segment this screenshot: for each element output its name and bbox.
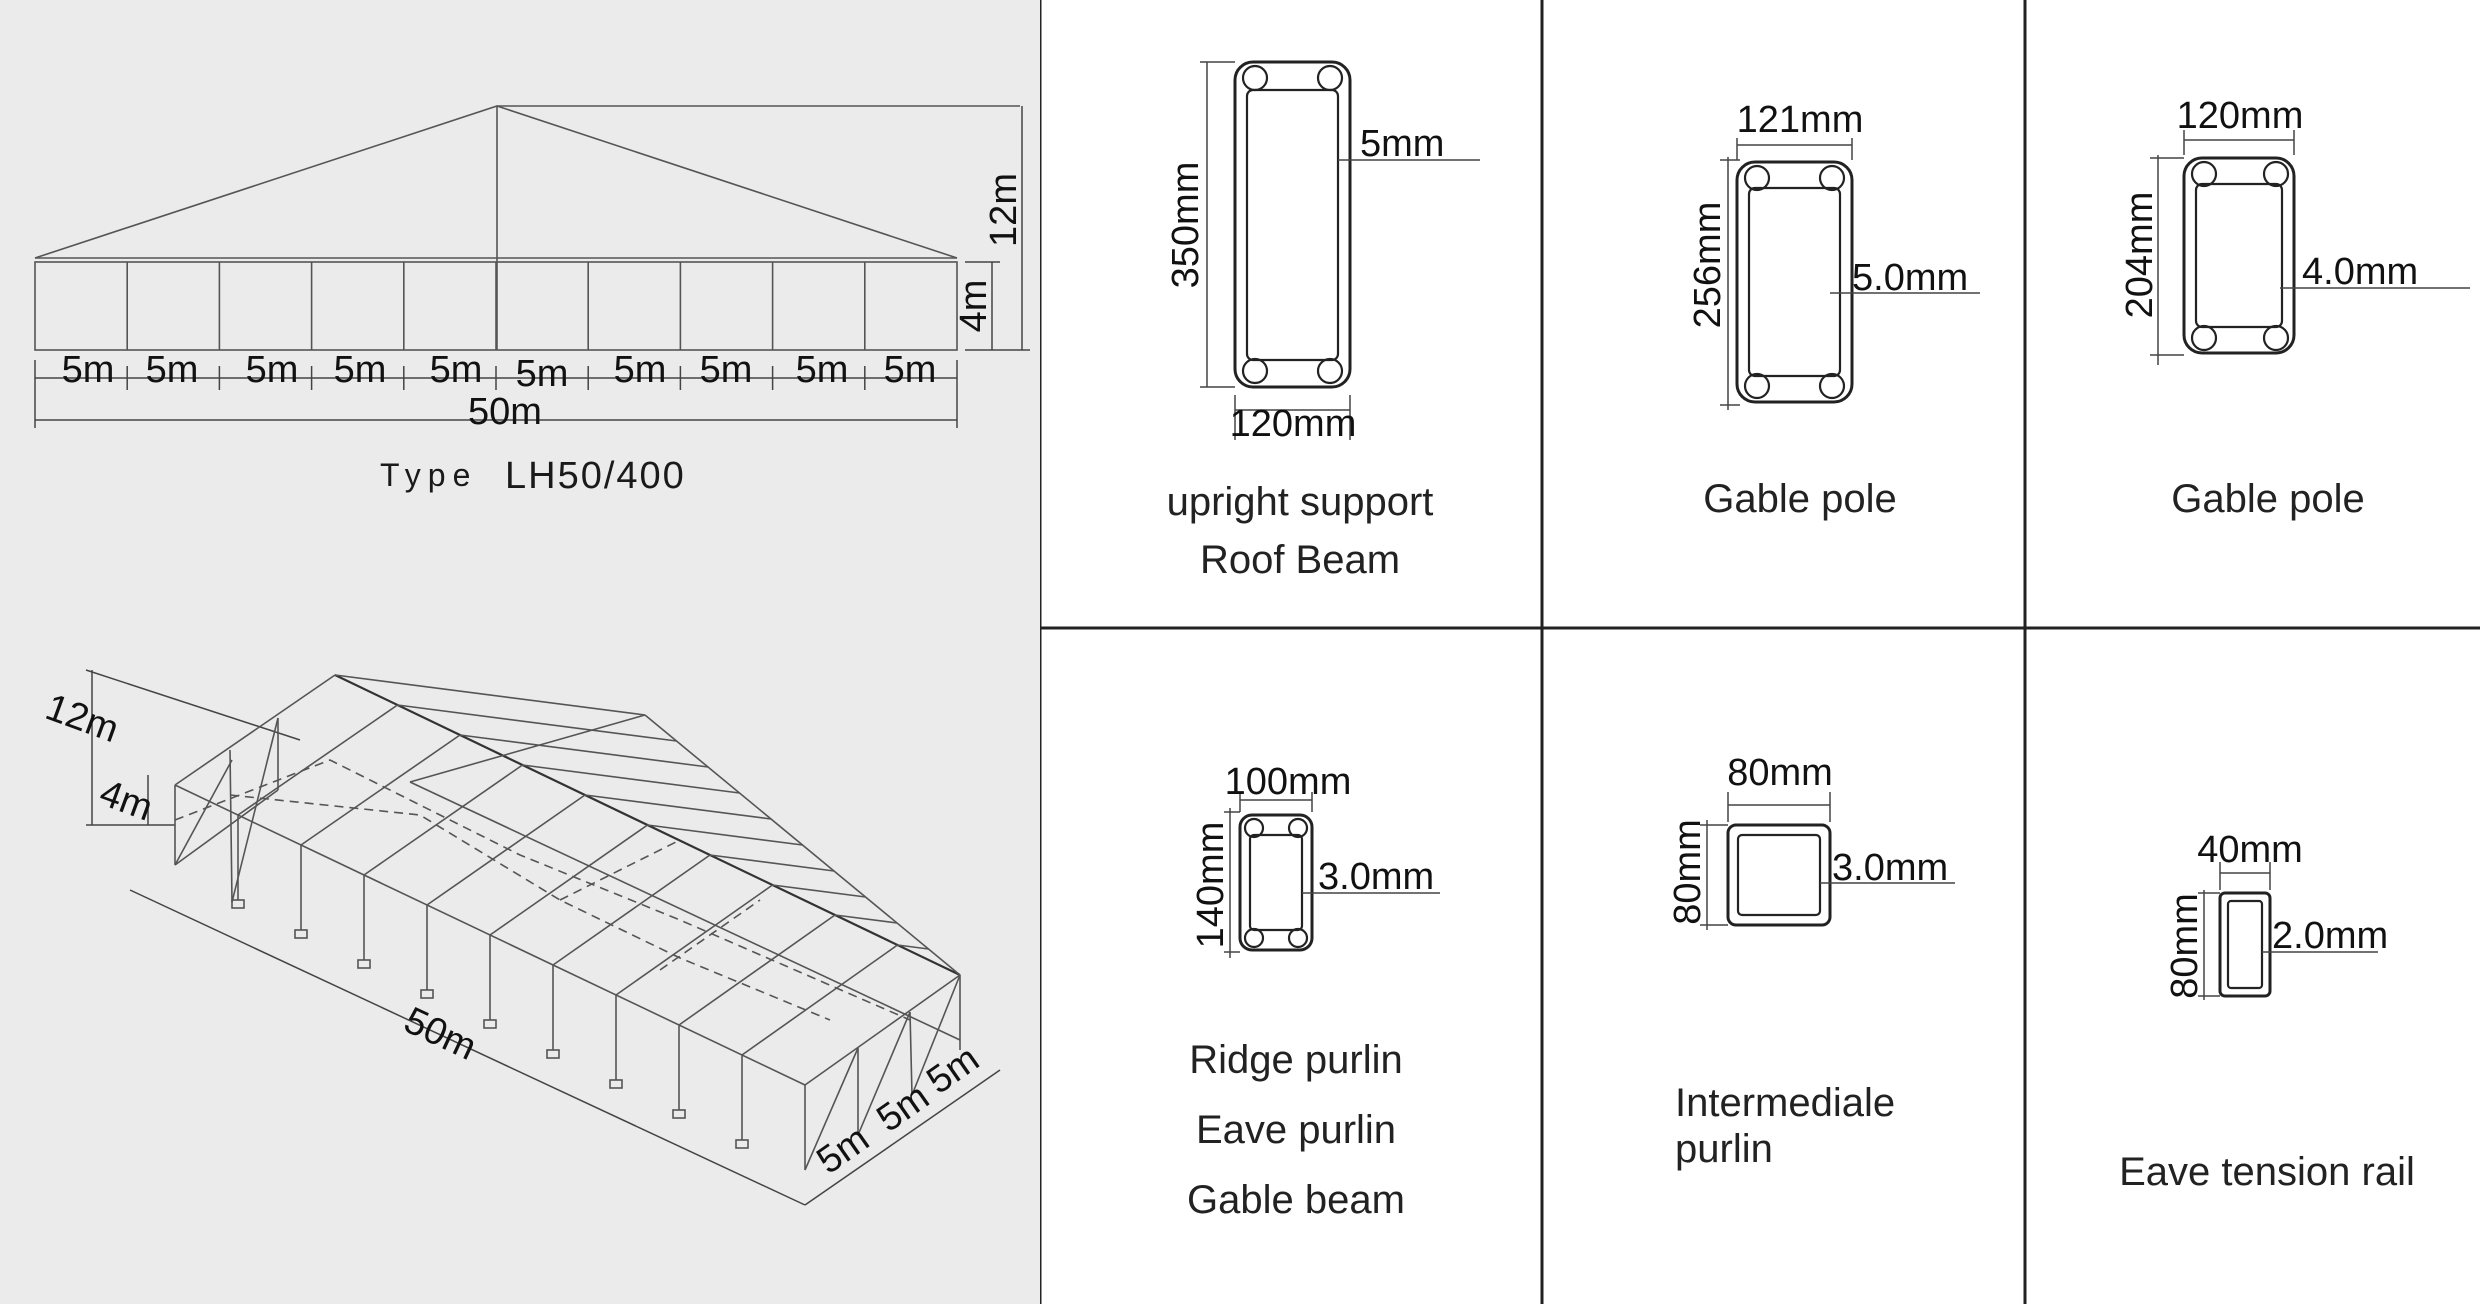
rafter	[489, 824, 648, 936]
rafter	[709, 854, 835, 872]
rafter	[426, 794, 586, 906]
rafter	[678, 914, 836, 1026]
cell2-label: Gable pole	[1703, 477, 1896, 521]
profile-grid: 350mm 120mm 5mm upright support Roof Bea…	[1040, 0, 2480, 1304]
rafter	[647, 824, 803, 846]
cell4-thickness: 3.0mm	[1318, 856, 1434, 898]
bay-label: 5m	[700, 349, 753, 391]
elevation-height-eave: 4m	[953, 280, 995, 333]
iso-span-label: 5m	[919, 1038, 986, 1103]
rafter	[522, 764, 740, 794]
cell1-thickness: 5mm	[1360, 123, 1444, 165]
cell1-width: 120mm	[1230, 403, 1357, 445]
rafter	[772, 884, 866, 898]
base-plate	[546, 1049, 560, 1059]
elevation-total-length: 50m	[468, 391, 542, 433]
base-plate	[672, 1109, 686, 1119]
cell4-label: Gable beam	[1187, 1178, 1405, 1222]
rafter	[615, 884, 773, 996]
cell2-thickness: 5.0mm	[1852, 257, 1968, 299]
profile-cell: 140mm 100mm 3.0mm Ridge purlin Eave purl…	[1187, 761, 1440, 1222]
rafter	[834, 914, 898, 924]
bay-label: 5m	[246, 349, 299, 391]
rafter	[584, 794, 772, 820]
rafter	[237, 704, 398, 816]
iso-span-label: 5m	[809, 1118, 876, 1183]
cell5-thickness: 3.0mm	[1832, 847, 1948, 889]
type-value: LH50/400	[505, 455, 686, 497]
cell6-height: 80mm	[2164, 893, 2206, 999]
cell3-height: 204mm	[2119, 192, 2161, 319]
iso-length: 50m	[398, 999, 483, 1068]
bay-label: 5m	[884, 349, 937, 391]
bay-label: 5m	[334, 349, 387, 391]
type-label: Type	[380, 457, 477, 493]
isometric-frame-drawing: 12m 4m	[40, 669, 1001, 1206]
bay-label: 5m	[796, 349, 849, 391]
profile-cell: 350mm 120mm 5mm upright support Roof Bea…	[1165, 60, 1480, 582]
cell4-label: Eave purlin	[1196, 1108, 1396, 1152]
cell5-label: Intermediale	[1675, 1081, 1895, 1125]
bay-dimension-labels: 5m 5m 5m 5m 5m 5m 5m 5m 5m 5m	[62, 349, 937, 395]
rafter	[552, 854, 711, 966]
cell4-label: Ridge purlin	[1189, 1038, 1402, 1082]
base-plate	[231, 899, 245, 909]
cell5-label: purlin	[1675, 1127, 1773, 1171]
rafter	[897, 944, 929, 950]
base-plate	[483, 1019, 497, 1029]
bay-label: 5m	[62, 349, 115, 391]
cell6-label: Eave tension rail	[2119, 1150, 2415, 1194]
cell6-thickness: 2.0mm	[2272, 915, 2388, 957]
profile-cell: 80mm 40mm 2.0mm Eave tension rail	[2119, 829, 2415, 1194]
cell4-width: 100mm	[1225, 761, 1352, 803]
rafter	[397, 704, 677, 742]
cell3-label: Gable pole	[2171, 477, 2364, 521]
bay-label: 5m	[146, 349, 199, 391]
base-plate	[420, 989, 434, 999]
base-plate	[609, 1079, 623, 1089]
cell3-width: 120mm	[2177, 95, 2304, 137]
base-plate	[735, 1139, 749, 1149]
iso-height-total: 12m	[40, 686, 124, 751]
profile-cell: 204mm 120mm 4.0mm Gable pole	[2119, 95, 2470, 521]
elevation-height-total: 12m	[983, 173, 1025, 247]
rafter	[459, 734, 709, 768]
cell6-width: 40mm	[2197, 829, 2303, 871]
base-plate	[294, 929, 308, 939]
cell1-label: Roof Beam	[1200, 538, 1400, 582]
cell3-thickness: 4.0mm	[2302, 251, 2418, 293]
cell5-height: 80mm	[1667, 819, 1709, 925]
rafter	[300, 734, 461, 846]
drawings-panel: 4m 12m 5m 5m 5m 5m 5m 5m 5m 5m 5m 5m 50m…	[0, 0, 1040, 1304]
cell2-width: 121mm	[1737, 99, 1864, 141]
cell1-label: upright support	[1167, 480, 1434, 524]
base-plate	[357, 959, 371, 969]
rafter	[363, 764, 523, 876]
profile-cell: 256mm 121mm 5.0mm Gable pole	[1687, 99, 1980, 521]
bay-label: 5m	[614, 349, 667, 391]
cell4-height: 140mm	[1190, 822, 1232, 949]
elevation-drawing: 4m 12m 5m 5m 5m 5m 5m 5m 5m 5m 5m 5m 50m…	[34, 105, 1030, 497]
profile-cell: 80mm 80mm 3.0mm Intermediale purlin	[1667, 752, 1955, 1171]
bay-label: 5m	[516, 353, 569, 395]
cell2-height: 256mm	[1687, 202, 1729, 329]
cell5-width: 80mm	[1727, 752, 1833, 794]
rafter	[741, 944, 898, 1056]
cell1-height: 350mm	[1165, 162, 1207, 289]
bay-label: 5m	[430, 349, 483, 391]
